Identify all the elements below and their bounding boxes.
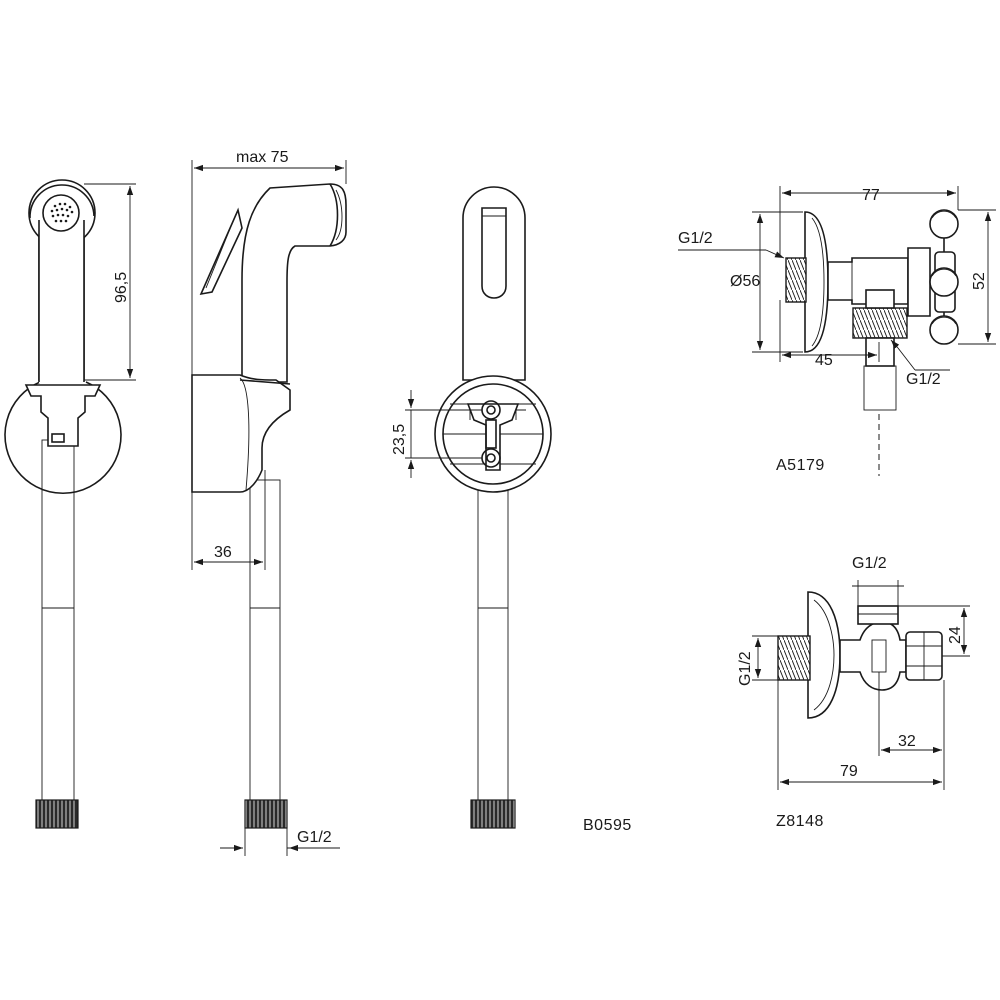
code-angle-valve-a: A5179: [776, 457, 825, 474]
dim-a5179-flange-diameter: Ø56: [730, 273, 760, 290]
dim-z8148-inlet-thread: G1/2: [737, 651, 754, 686]
dim-a5179-outlet-offset: 45: [815, 352, 833, 369]
angle-valve-a5179: 77 G1/2 Ø56 52 45 G1/2: [678, 186, 996, 476]
code-angle-valve-z: Z8148: [776, 813, 824, 830]
dim-holder-hole-spacing: 23,5: [391, 424, 408, 455]
rear-view: 23,5: [391, 186, 552, 829]
side-view: max 75 36 G1/2: [191, 149, 347, 856]
dim-hose-thread: G1/2: [297, 829, 332, 846]
front-view: 96,5: [4, 179, 136, 829]
dim-z8148-outlet-offset: 32: [898, 733, 916, 750]
code-shower-set: B0595: [583, 817, 632, 834]
dim-a5179-length: 77: [862, 187, 880, 204]
dim-z8148-height: 24: [947, 626, 964, 644]
dim-a5179-outlet-thread: G1/2: [906, 371, 941, 388]
dim-a5179-inlet-thread: G1/2: [678, 230, 713, 247]
spray-holes-icon: [50, 202, 74, 223]
dim-z8148-top-thread: G1/2: [852, 555, 887, 572]
dim-handset-width: max 75: [236, 149, 289, 166]
dim-holder-depth: 36: [214, 544, 232, 561]
angle-valve-z8148: G1/2 24 G1/2 32 79: [737, 555, 970, 790]
dim-a5179-height: 52: [971, 272, 988, 290]
dim-z8148-length: 79: [840, 763, 858, 780]
dim-handset-height: 96,5: [113, 272, 130, 303]
